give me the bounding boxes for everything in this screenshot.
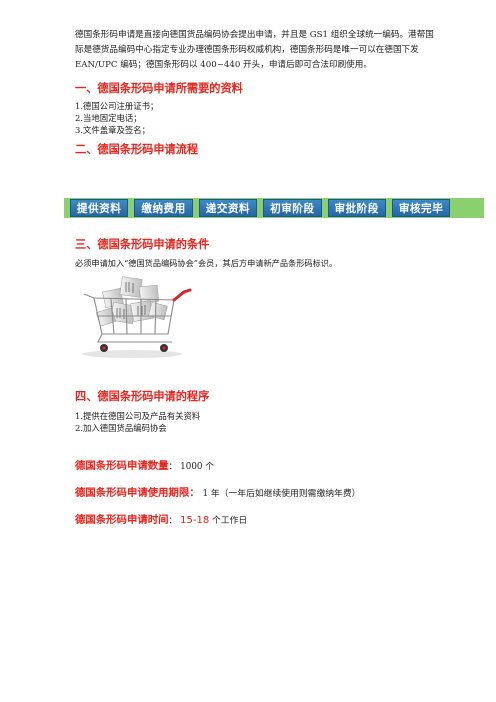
info-block: 德国条形码申请数量： 1000 个 德国条形码申请使用期限： 1 年（一年后如继… bbox=[75, 457, 455, 526]
section-4-list: 1.提供在德国公司及产品有关资料 2.加入德国货品编码协会 bbox=[75, 410, 435, 435]
intro-paragraph: 德国条形码申请是直接向德国货品编码协会提出申请，并且是 GS1 组织全球统一编码… bbox=[75, 30, 434, 71]
step-4: 初审阶段 bbox=[263, 199, 322, 217]
list-item: 2.当地固定电话； bbox=[75, 113, 142, 124]
time-row: 德国条形码申请时间： 15-18 个工作日 bbox=[75, 511, 455, 526]
section-1-list: 1.德国公司注册证书； 2.当地固定电话； 3.文件盖章及签名； bbox=[75, 100, 435, 137]
quantity-separator: ： bbox=[168, 462, 178, 472]
period-row: 德国条形码申请使用期限： 1 年（一年后如继续使用则需缴纳年费） bbox=[75, 484, 455, 499]
section-1-title: 一、德国条形码申请所需要的资料 bbox=[75, 81, 243, 95]
section-3-text: 必须申请加入“德国货品编码协会”会员，其后方申请新产品条形码标识。 bbox=[75, 258, 338, 268]
list-item: 1.提供在德国公司及产品有关资料 bbox=[75, 411, 201, 421]
period-value: 1 年（一年后如继续使用则需缴纳年费） bbox=[202, 489, 361, 499]
section-4: 四、德国条形码申请的程序 1.提供在德国公司及产品有关资料 2.加入德国货品编码… bbox=[75, 388, 435, 435]
section-2-title: 二、德国条形码申请流程 bbox=[75, 142, 199, 156]
step-1: 提供资料 bbox=[70, 199, 129, 217]
quantity-row: 德国条形码申请数量： 1000 个 bbox=[75, 457, 455, 472]
step-2: 缴纳费用 bbox=[134, 199, 193, 217]
section-3: 三、德国条形码申请的条件 必须申请加入“德国货品编码协会”会员，其后方申请新产品… bbox=[75, 236, 435, 269]
step-6: 审核完毕 bbox=[391, 199, 451, 217]
quantity-value: 1000 个 bbox=[180, 462, 215, 472]
time-unit: 个工作日 bbox=[211, 516, 248, 526]
step-5: 审批阶段 bbox=[327, 199, 386, 217]
time-label: 德国条形码申请时间 bbox=[75, 514, 169, 526]
section-3-title: 三、德国条形码申请的条件 bbox=[75, 238, 210, 251]
process-steps-bar: 提供资料 缴纳费用 递交资料 初审阶段 审批阶段 审核完毕 bbox=[64, 198, 484, 218]
list-item: 2.加入德国货品编码协会 bbox=[75, 423, 167, 434]
step-3: 递交资料 bbox=[198, 199, 258, 217]
list-item: 3.文件盖章及签名； bbox=[75, 125, 150, 136]
document-body: 德国条形码申请是直接向德国货品编码协会提出申请，并且是 GS1 组织全球统一编码… bbox=[75, 28, 435, 157]
time-separator: ： bbox=[168, 516, 178, 526]
list-item: 1.德国公司注册证书； bbox=[75, 100, 159, 111]
period-label: 德国条形码申请使用期限 bbox=[75, 487, 190, 499]
time-value: 15-18 bbox=[180, 515, 210, 526]
shopping-cart-barcode-image bbox=[82, 276, 192, 358]
period-separator: ： bbox=[189, 487, 200, 499]
section-4-title: 四、德国条形码申请的程序 bbox=[75, 390, 210, 403]
quantity-label: 德国条形码申请数量 bbox=[75, 460, 169, 472]
